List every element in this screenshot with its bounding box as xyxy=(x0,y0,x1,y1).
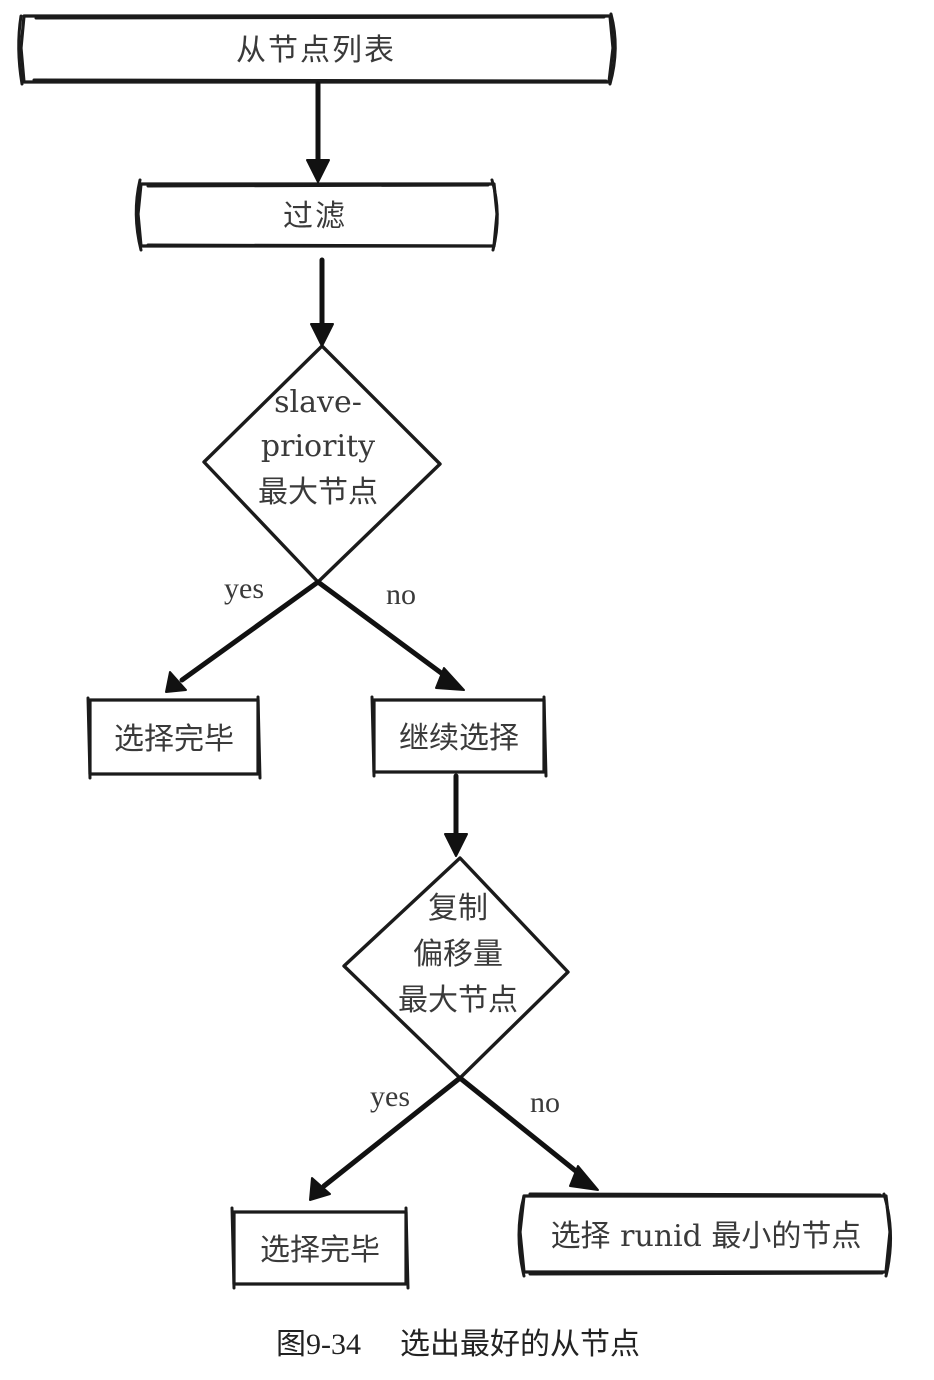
node-priority-line3: 最大节点 xyxy=(258,475,378,510)
arrow-priority-no xyxy=(315,579,465,691)
node-filter: 过滤 xyxy=(134,178,499,252)
node-min-runid-label: 选择 runid 最小的节点 xyxy=(551,1219,862,1254)
caption-title: 选出最好的从节点 xyxy=(400,1328,640,1361)
node-slave-list-label: 从节点列表 xyxy=(236,33,396,68)
caption-figure-number: 图9-34 xyxy=(276,1328,361,1361)
node-offset-line1: 复制 xyxy=(428,891,488,926)
edge-label-no-2: no xyxy=(530,1086,560,1119)
edge-label-yes-2: yes xyxy=(370,1080,410,1113)
node-min-runid: 选择 runid 最小的节点 xyxy=(517,1192,892,1278)
node-slave-list: 从节点列表 xyxy=(17,12,617,86)
node-done-2: 选择完毕 xyxy=(230,1206,410,1290)
arrow-list-to-filter xyxy=(306,81,330,183)
node-offset-line3: 最大节点 xyxy=(398,983,518,1018)
node-done-1: 选择完毕 xyxy=(86,695,262,780)
arrow-filter-to-priority xyxy=(310,257,334,347)
node-offset-decision: 复制 偏移量 最大节点 xyxy=(342,856,570,1080)
arrow-continue-to-offset xyxy=(444,773,468,857)
edge-label-yes-1: yes xyxy=(224,572,264,605)
node-done-1-label: 选择完毕 xyxy=(114,722,234,757)
edge-label-no-1: no xyxy=(386,578,416,611)
arrow-offset-no xyxy=(457,1075,599,1191)
arrow-offset-yes xyxy=(309,1075,463,1201)
arrow-priority-yes xyxy=(165,579,321,693)
node-done-2-label: 选择完毕 xyxy=(260,1233,380,1268)
node-continue: 继续选择 xyxy=(370,695,548,778)
node-continue-label: 继续选择 xyxy=(399,721,519,756)
node-offset-line2: 偏移量 xyxy=(413,937,503,972)
node-priority-line1: slave- xyxy=(274,385,362,420)
node-priority-line2: priority xyxy=(261,429,375,464)
node-priority-decision: slave- priority 最大节点 xyxy=(202,344,442,584)
figure-caption: 图9-34 选出最好的从节点 xyxy=(276,1328,640,1361)
node-filter-label: 过滤 xyxy=(283,199,347,234)
